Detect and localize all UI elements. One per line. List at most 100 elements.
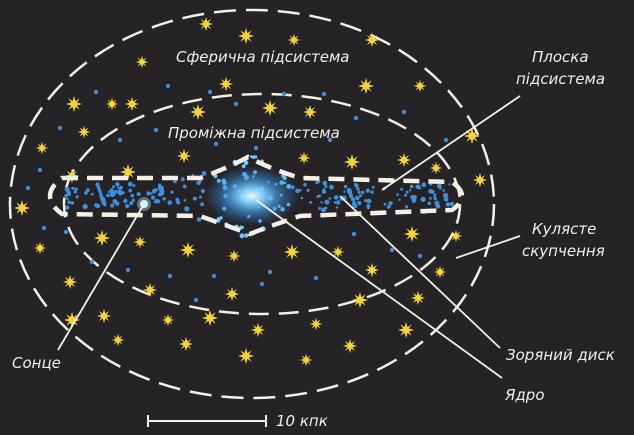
halo-star [176, 148, 192, 164]
leader-globular-cluster [455, 235, 521, 259]
flat-subsystem-boundary [47, 154, 465, 237]
label-star-disk: Зоряний диск [506, 346, 615, 364]
disk-star [300, 196, 304, 200]
halo-star [343, 153, 361, 171]
disk-star [328, 197, 332, 200]
halo-star [133, 235, 147, 249]
label-sun: Сонце [12, 354, 61, 372]
blue-star [25, 185, 31, 191]
label-scale: 10 кпк [276, 412, 328, 430]
disk-star [182, 184, 187, 189]
halo-star [287, 33, 301, 47]
disk-star [114, 189, 118, 194]
disk-star [129, 201, 134, 206]
disk-star [117, 189, 122, 194]
disk-star [352, 203, 357, 208]
halo-star [261, 99, 279, 117]
blue-star [353, 115, 359, 121]
halo-star [237, 347, 255, 365]
blue-star [193, 297, 199, 303]
halo-star [65, 95, 83, 113]
disk-star [357, 200, 362, 206]
disk-star [241, 226, 245, 229]
disk-star [444, 198, 448, 202]
disk-star [320, 201, 323, 204]
halo-star [218, 76, 234, 92]
disk-star [216, 218, 221, 223]
disk-star [74, 187, 78, 191]
halo-star [13, 199, 31, 217]
disk-star [146, 191, 151, 196]
disk-star [438, 186, 442, 190]
halo-star [135, 55, 149, 69]
halo-star [299, 353, 313, 367]
halo-star [302, 104, 318, 120]
disk-star [112, 185, 115, 189]
disk-star [410, 195, 414, 200]
halo-star [198, 16, 214, 32]
disk-star [73, 190, 78, 194]
disk-star [443, 192, 449, 199]
disk-star [433, 193, 437, 197]
blue-star [167, 273, 173, 279]
blue-star [153, 127, 159, 133]
disk-star [136, 192, 141, 197]
disk-star [192, 196, 197, 201]
disk-star [108, 190, 111, 194]
disk-star [67, 192, 71, 196]
disk-star [103, 203, 107, 207]
blue-star [117, 137, 123, 143]
blue-star [417, 253, 423, 259]
blue-star [389, 247, 395, 253]
blue-star [165, 83, 171, 89]
disk-star [70, 201, 74, 205]
halo-star [35, 141, 49, 155]
disk-star [398, 198, 401, 201]
disk-star [75, 195, 79, 199]
disk-star [420, 196, 426, 202]
disk-star [156, 199, 161, 204]
disk-star [383, 202, 387, 206]
disk-star [157, 186, 161, 190]
blue-star [41, 225, 47, 231]
disk-star [299, 188, 302, 192]
disk-star [160, 185, 164, 190]
disk-star [200, 188, 205, 194]
halo-star [96, 308, 112, 324]
halo-star [357, 77, 375, 95]
halo-star [364, 262, 380, 278]
halo-star [161, 313, 175, 327]
disk-star [329, 184, 334, 190]
label-globular-cluster-line2: скупчення [522, 242, 605, 260]
disk-star [367, 206, 370, 210]
disk-star [370, 190, 374, 194]
disk-star [184, 206, 190, 212]
halo-star [429, 161, 443, 175]
label-globular-cluster-line1: Кулясте [532, 220, 596, 238]
disk-star [82, 203, 88, 210]
disk-star [173, 179, 177, 184]
disk-star [442, 189, 446, 192]
disk-star [71, 186, 75, 190]
blue-star [207, 89, 213, 95]
halo-star [364, 32, 380, 48]
halo-star [351, 291, 369, 309]
disk-star [371, 185, 375, 189]
disk-star [445, 202, 451, 207]
disk-star [343, 190, 346, 193]
blue-star [267, 269, 273, 275]
blue-star [89, 259, 95, 265]
disk-star [433, 196, 437, 201]
disk-star [448, 183, 451, 186]
disk-star [354, 184, 358, 188]
intermediate-blue-stars [25, 83, 455, 303]
halo-star [413, 79, 427, 93]
halo-star [179, 241, 197, 259]
disk-star [421, 182, 427, 188]
halo-star [283, 243, 301, 261]
halo-star [124, 96, 140, 112]
disk-star [343, 184, 348, 189]
blue-star [57, 125, 63, 131]
disk-star [333, 201, 337, 204]
